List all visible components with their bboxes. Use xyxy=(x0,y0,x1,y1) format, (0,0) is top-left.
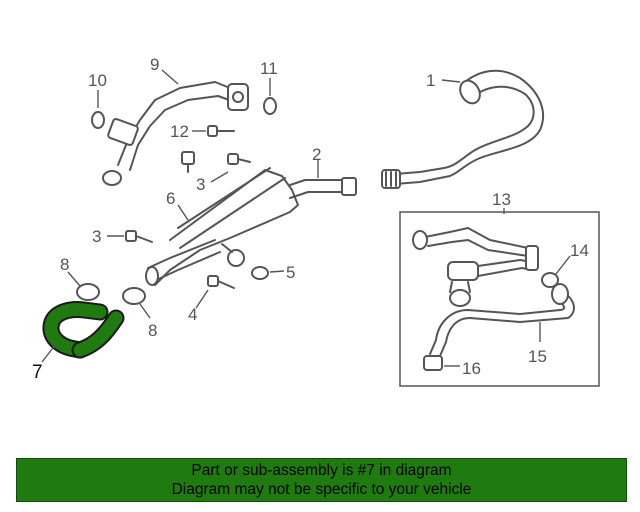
part-2-pipe[interactable] xyxy=(289,177,357,199)
callout-9: 9 xyxy=(150,55,159,74)
parts-diagram: 1 2 3 3 4 5 6 7 8 8 9 10 11 12 13 14 15 … xyxy=(32,55,600,387)
kit-13-box xyxy=(399,211,600,387)
part-6-pipe-assembly[interactable] xyxy=(145,167,299,286)
part-3-bolt-lower[interactable] xyxy=(125,230,153,243)
part-4-bolt[interactable] xyxy=(207,275,235,289)
info-banner-line-2: Diagram may not be specific to your vehi… xyxy=(171,481,472,498)
part-11-seal[interactable] xyxy=(263,97,277,115)
callout-6: 6 xyxy=(166,189,175,208)
part-13-hose-assembly[interactable] xyxy=(412,227,539,307)
callout-16: 16 xyxy=(462,359,481,378)
callout-3-upper: 3 xyxy=(196,175,205,194)
callout-14: 14 xyxy=(570,241,589,260)
callout-4: 4 xyxy=(188,305,197,324)
part-8-clamp-right[interactable] xyxy=(122,287,146,305)
callout-7: 7 xyxy=(32,362,43,383)
callout-11: 11 xyxy=(260,59,278,78)
part-1-hose[interactable] xyxy=(381,69,545,189)
part-9-hose[interactable] xyxy=(102,81,249,186)
callout-10: 10 xyxy=(88,71,107,90)
info-banner-line-1: Part or sub-assembly is #7 in diagram xyxy=(191,462,452,479)
part-3-bolt-upper[interactable] xyxy=(227,153,251,165)
info-banner: Part or sub-assembly is #7 in diagram Di… xyxy=(16,458,627,502)
callout-12: 12 xyxy=(170,122,189,141)
part-5-seal[interactable] xyxy=(251,266,269,280)
part-10-seal[interactable] xyxy=(91,111,105,129)
callout-8-right: 8 xyxy=(148,321,157,340)
callout-3-lower: 3 xyxy=(92,227,101,246)
callout-13: 13 xyxy=(492,190,511,209)
part-7-hose[interactable] xyxy=(42,301,125,359)
callout-2: 2 xyxy=(312,145,321,164)
part-8-clamp-left[interactable] xyxy=(76,283,100,301)
callout-1: 1 xyxy=(426,71,435,90)
part-16-clamp[interactable] xyxy=(423,355,443,371)
part-12-bolt[interactable] xyxy=(207,125,235,137)
callout-15: 15 xyxy=(528,347,547,366)
callout-5: 5 xyxy=(286,263,295,282)
part-15-hose[interactable] xyxy=(429,283,575,357)
callout-8-left: 8 xyxy=(60,255,69,274)
leader-lines xyxy=(41,69,571,367)
part-12-bolt-b[interactable] xyxy=(181,151,195,173)
part-14-clamp[interactable] xyxy=(541,272,559,288)
